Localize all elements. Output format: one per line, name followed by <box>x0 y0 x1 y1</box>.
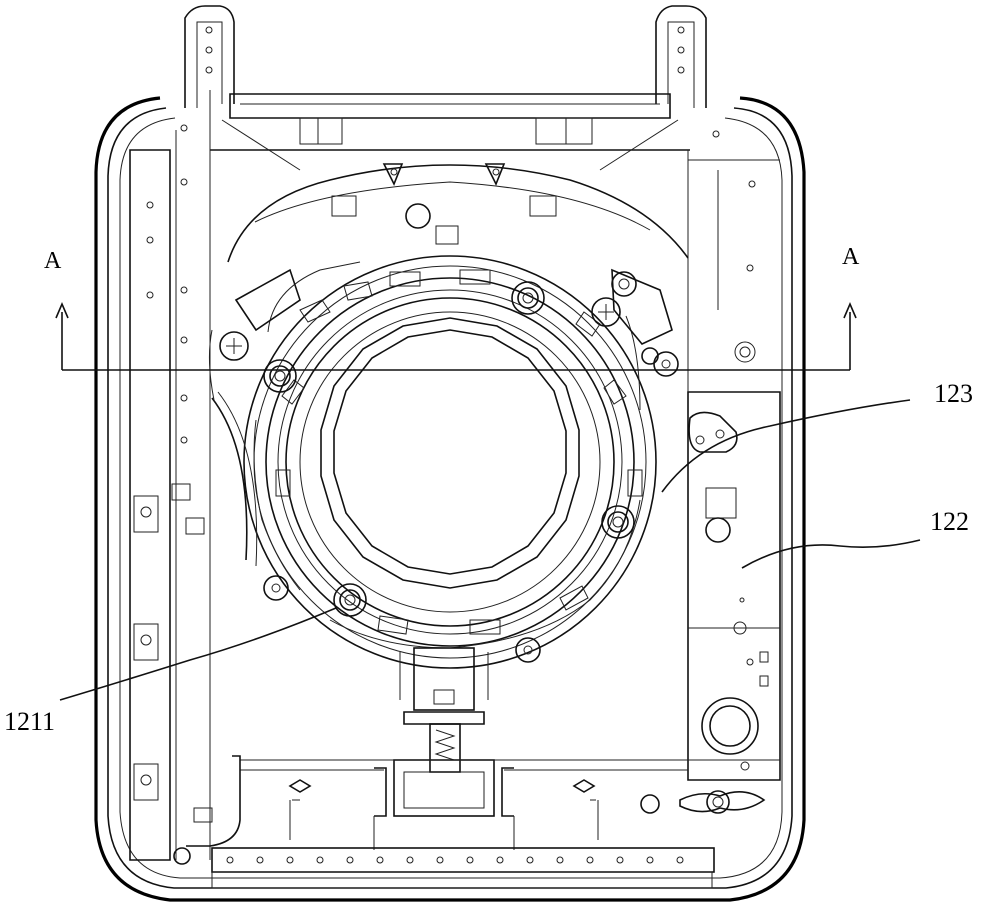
fastener-clip <box>642 348 658 364</box>
section-line-a: A A <box>44 244 860 370</box>
top-bracket-right <box>656 6 706 108</box>
leader-lines <box>60 400 920 700</box>
section-mark-left: A <box>44 248 62 274</box>
bottom-rail <box>174 756 764 888</box>
right-panel <box>688 131 780 780</box>
left-rail <box>130 90 210 860</box>
fastener-nut <box>602 506 634 538</box>
callout-label-122: 122 <box>930 507 969 536</box>
fastener-clip <box>264 576 288 600</box>
fastener-screw <box>220 332 248 360</box>
lower-actuator <box>240 648 780 850</box>
mounting-plate <box>228 164 688 262</box>
left-arc-guide <box>209 330 256 566</box>
callout-label-123: 123 <box>934 379 973 408</box>
callout-label-1211: 1211 <box>4 707 55 736</box>
section-mark-right: A <box>842 244 860 270</box>
upper-frame <box>210 94 690 170</box>
ring-assembly <box>236 256 672 668</box>
rail-holes <box>227 857 683 863</box>
